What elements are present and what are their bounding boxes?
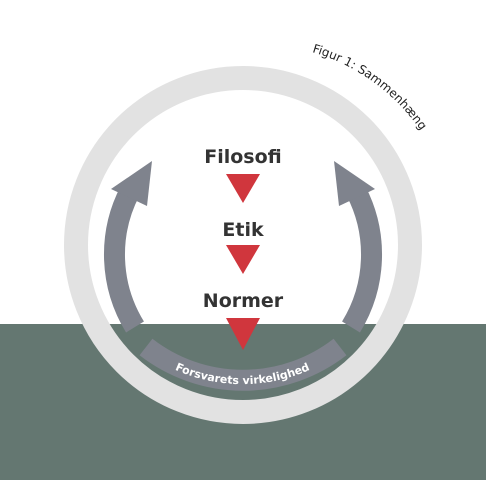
right-cycle-arrowhead — [334, 161, 375, 206]
level-label-normer: Normer — [203, 290, 284, 312]
right-cycle-arrow — [341, 186, 383, 333]
down-triangle-3 — [226, 318, 260, 350]
down-triangle-2 — [226, 245, 260, 274]
base-arc — [139, 338, 347, 391]
level-label-etik: Etik — [222, 219, 264, 241]
outer-ring — [64, 66, 422, 424]
left-cycle-arrow — [103, 186, 145, 333]
level-label-filosofi: Filosofi — [204, 146, 282, 168]
down-triangle-1 — [226, 174, 260, 203]
left-cycle-arrowhead — [111, 161, 152, 206]
figure-caption: Figur 1: Sammenhæng — [311, 41, 430, 132]
